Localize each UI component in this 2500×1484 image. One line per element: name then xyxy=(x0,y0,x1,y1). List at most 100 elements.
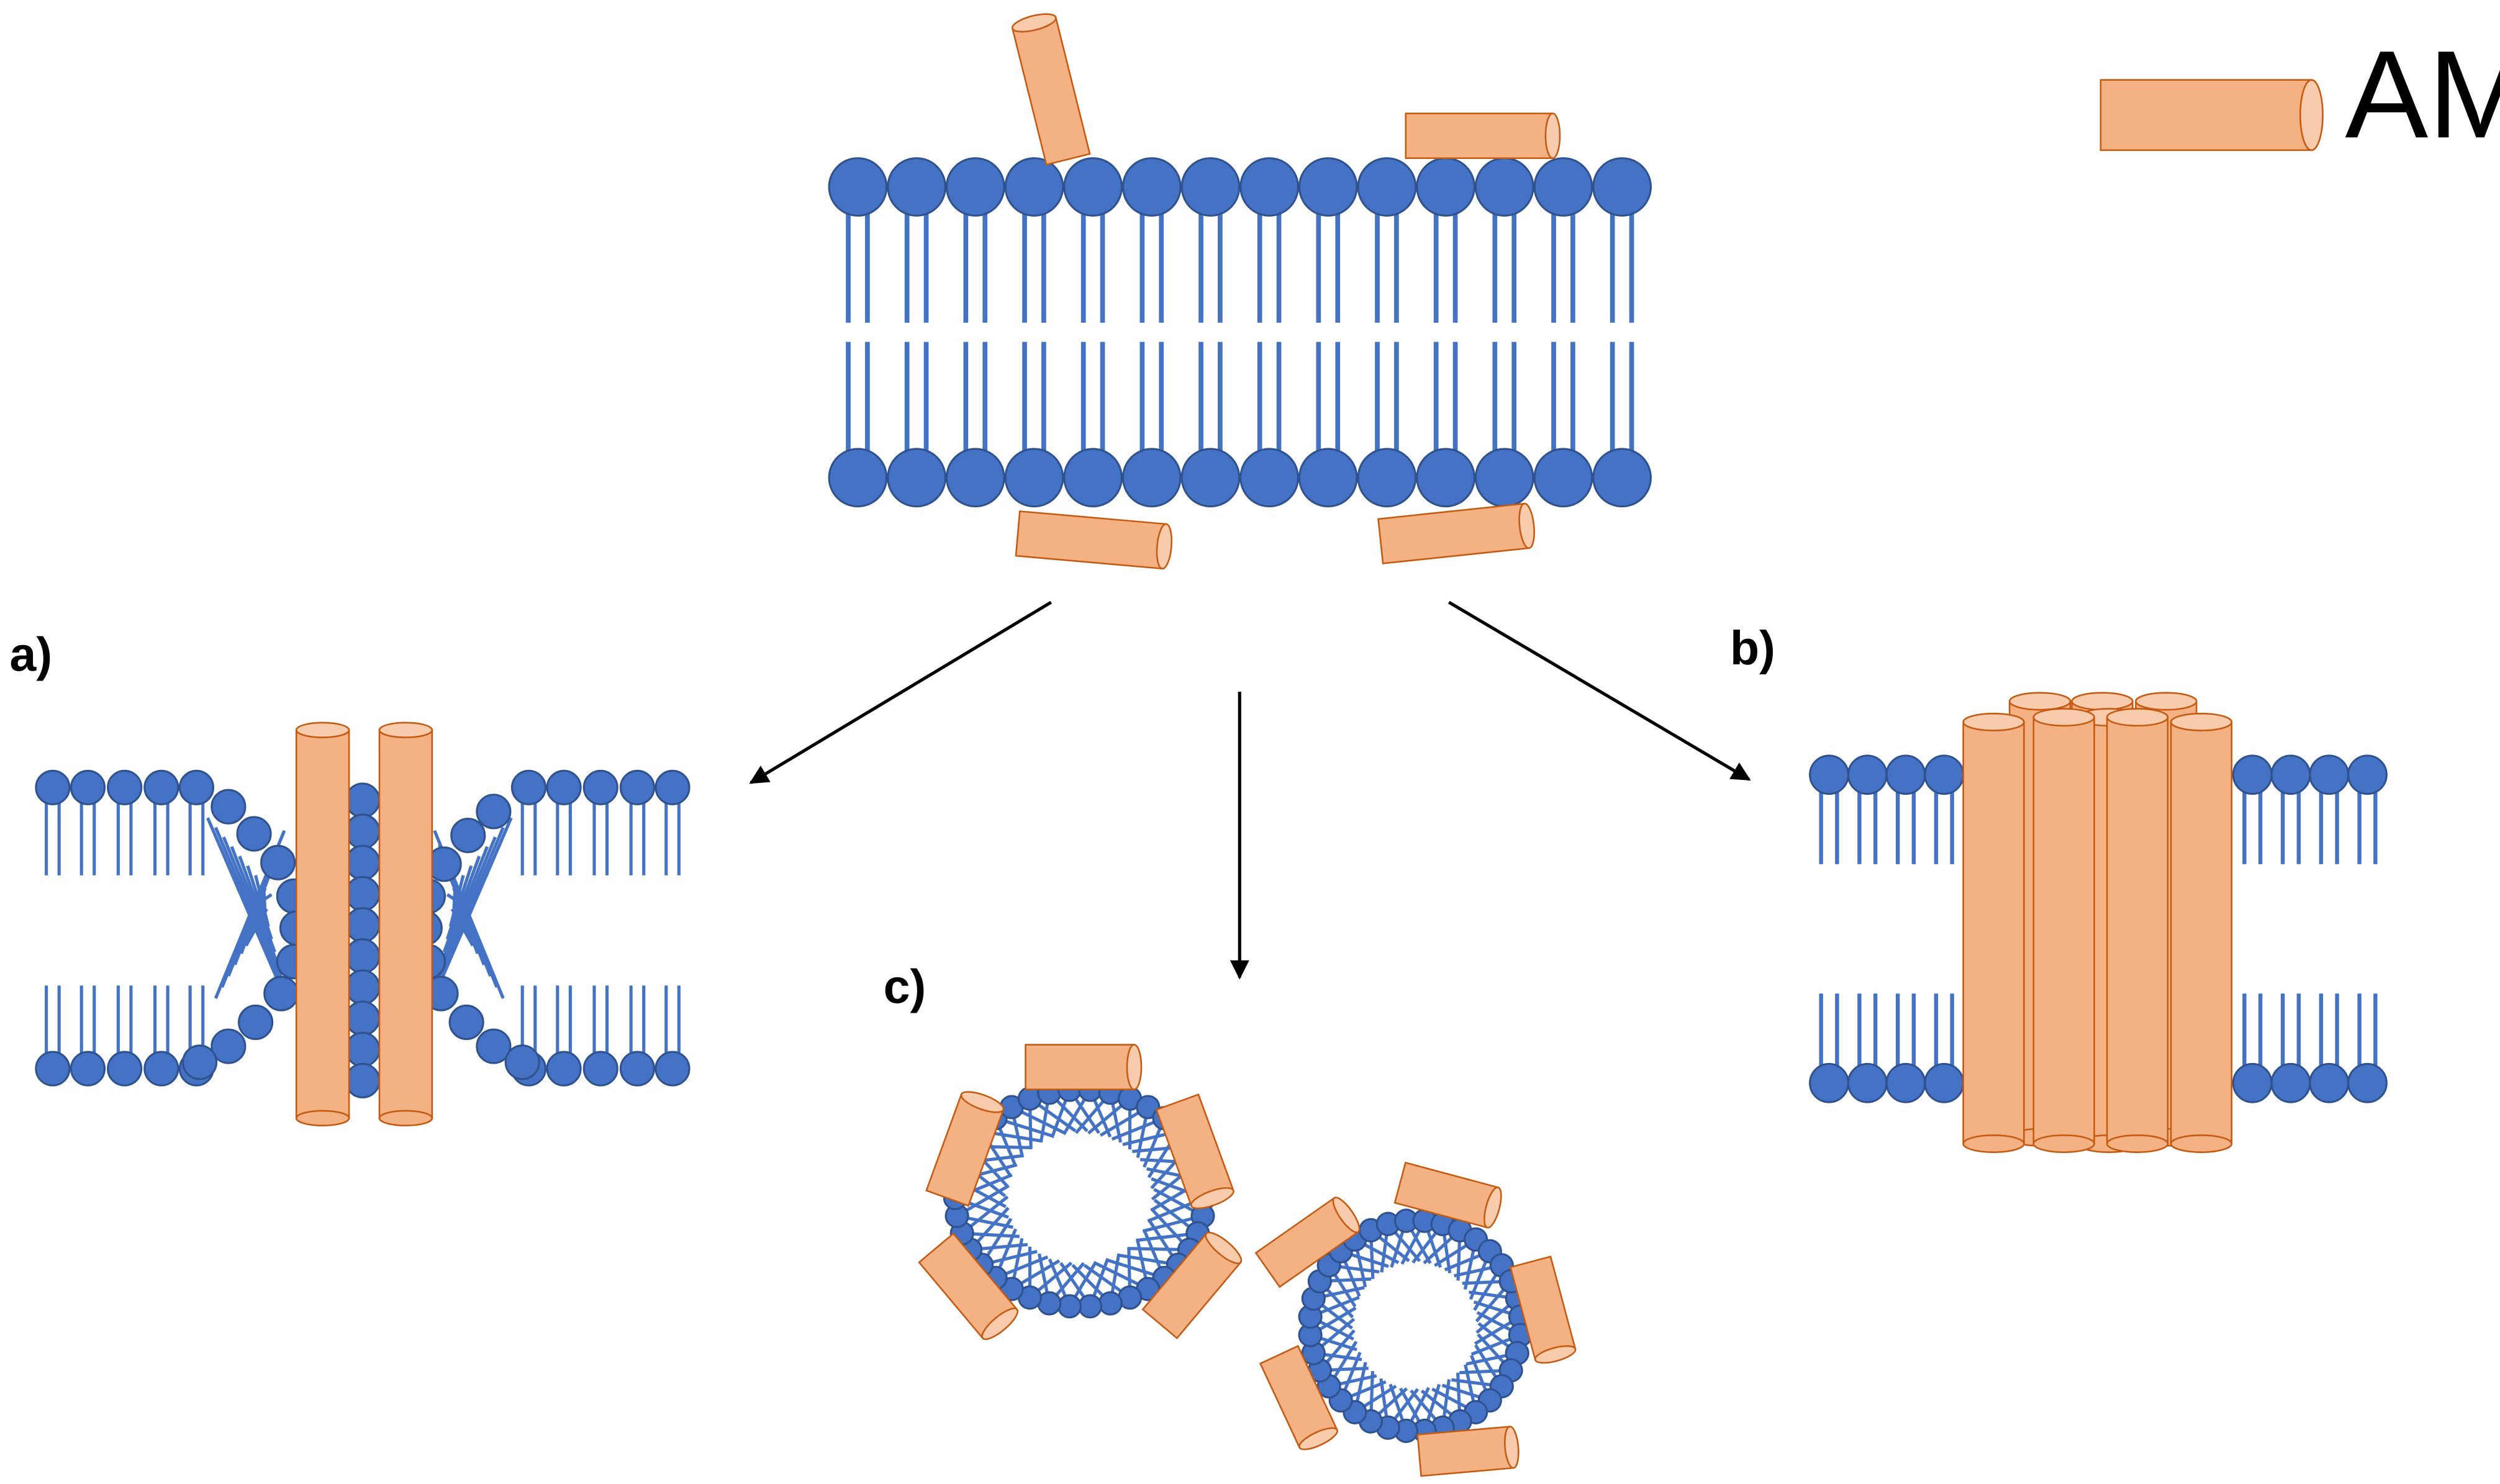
phospholipid-head xyxy=(211,1028,247,1064)
phospholipid-head xyxy=(1180,157,1241,217)
phospholipid-head xyxy=(2270,1062,2311,1103)
phospholipid-head xyxy=(1121,448,1182,508)
phospholipid-head xyxy=(1098,1291,1123,1316)
phospholipid-head xyxy=(476,1028,512,1064)
phospholipid-head xyxy=(236,816,272,852)
phospholipid-head xyxy=(945,448,1005,508)
phospholipid-head xyxy=(70,1051,106,1087)
lipid-tail xyxy=(244,908,268,947)
panel-a-lipid-heads xyxy=(35,769,691,1098)
phospholipid-head xyxy=(260,844,296,880)
phospholipid-head xyxy=(448,1004,484,1041)
phospholipid-head xyxy=(2270,754,2311,795)
amp-cylinder xyxy=(1025,1044,1143,1090)
phospholipid-head xyxy=(1121,157,1182,217)
top-membrane xyxy=(828,157,1652,508)
amp-cylinder xyxy=(1259,1345,1339,1450)
phospholipid-head xyxy=(238,1004,274,1041)
panel-c-label: c) xyxy=(884,961,926,1014)
amp-cylinder xyxy=(1509,1256,1577,1364)
phospholipid-head xyxy=(107,769,143,805)
mechanism-arrows xyxy=(749,600,1751,980)
phospholipid-head xyxy=(619,1051,655,1087)
phospholipid-head xyxy=(654,1051,691,1087)
panel-a-amp-peptides xyxy=(295,722,433,1127)
amp-cylinder xyxy=(1254,1197,1361,1288)
amp-cylinder xyxy=(2170,712,2233,1153)
phospholipid-head xyxy=(35,1051,71,1087)
phospholipid-head xyxy=(582,769,618,805)
phospholipid-head xyxy=(1809,754,1849,795)
amp-cylinder xyxy=(1405,112,1561,160)
phospholipid-head xyxy=(1474,448,1534,508)
phospholipid-head xyxy=(2232,1062,2273,1103)
phospholipid-head xyxy=(1847,1062,1888,1103)
phospholipid-head xyxy=(828,448,888,508)
lipid-tail xyxy=(214,826,286,992)
phospholipid-head xyxy=(345,938,381,974)
phospholipid-head xyxy=(828,157,888,217)
amp-cylinder xyxy=(1377,502,1536,564)
phospholipid-head xyxy=(1416,157,1475,217)
phospholipid-head xyxy=(1239,157,1299,217)
lipid-tail xyxy=(430,817,513,1004)
phospholipid-head xyxy=(1063,448,1123,508)
amp-cylinder xyxy=(1155,1093,1234,1210)
amp-cylinder xyxy=(918,1232,1019,1341)
phospholipid-head xyxy=(2347,1062,2388,1103)
legend-amp-icon xyxy=(2099,79,2324,152)
lipid-tail xyxy=(261,893,273,903)
amp-cylinder xyxy=(1393,1161,1502,1229)
phospholipid-head xyxy=(1063,157,1123,217)
micelle xyxy=(1254,1161,1577,1477)
lipid-tail xyxy=(439,846,489,966)
phospholipid-head xyxy=(582,1051,618,1087)
lipid-tail xyxy=(206,817,289,1004)
phospholipid-head xyxy=(887,448,946,508)
phospholipid-head xyxy=(143,1051,179,1087)
phospholipid-head xyxy=(546,1051,582,1087)
panel-c-carpet-micelles xyxy=(918,1044,1577,1477)
phospholipid-head xyxy=(1885,754,1926,795)
phospholipid-head xyxy=(1847,754,1888,795)
phospholipid-head xyxy=(1924,754,1965,795)
phospholipid-head xyxy=(178,769,214,805)
phospholipid-head xyxy=(345,907,381,943)
phospholipid-head xyxy=(1533,448,1593,508)
panel-a-label: a) xyxy=(9,628,52,682)
lipid-tail xyxy=(450,908,474,947)
micelle-right xyxy=(1254,1161,1577,1477)
lipid-tail xyxy=(436,836,497,979)
phospholipid-head xyxy=(1004,157,1064,217)
phospholipid-head xyxy=(450,817,486,854)
phospholipid-head xyxy=(476,794,512,830)
phospholipid-head xyxy=(345,782,381,818)
amp-cylinder xyxy=(2099,79,2324,152)
phospholipid-head xyxy=(1924,1062,1965,1103)
phospholipid-head xyxy=(1592,157,1652,217)
phospholipid-head xyxy=(345,1062,381,1098)
panel-b-amp-bundle xyxy=(1962,692,2233,1153)
amp-cylinder xyxy=(1962,712,2025,1153)
amp-cylinder xyxy=(1416,1426,1519,1477)
amp-cylinder xyxy=(295,722,350,1127)
phospholipid-head xyxy=(1416,448,1475,508)
phospholipid-head xyxy=(1004,448,1064,508)
phospholipid-head xyxy=(1357,448,1417,508)
phospholipid-head xyxy=(263,975,299,1011)
phospholipid-head xyxy=(1592,448,1652,508)
phospholipid-head xyxy=(1239,448,1299,508)
phospholipid-head xyxy=(2347,754,2388,795)
phospholipid-head xyxy=(1809,1062,1849,1103)
phospholipid-head xyxy=(619,769,655,805)
phospholipid-head xyxy=(1298,157,1358,217)
amp-cylinder xyxy=(925,1091,1005,1207)
panel-a-toroidal-pore xyxy=(35,722,691,1127)
arrow-to-b xyxy=(1447,600,1751,781)
phospholipid-head xyxy=(1885,1062,1926,1103)
phospholipid-head xyxy=(1357,157,1417,217)
amp-cylinder xyxy=(2032,708,2095,1153)
top-amp-peptides xyxy=(1011,13,1561,570)
phospholipid-head xyxy=(1078,1294,1103,1319)
